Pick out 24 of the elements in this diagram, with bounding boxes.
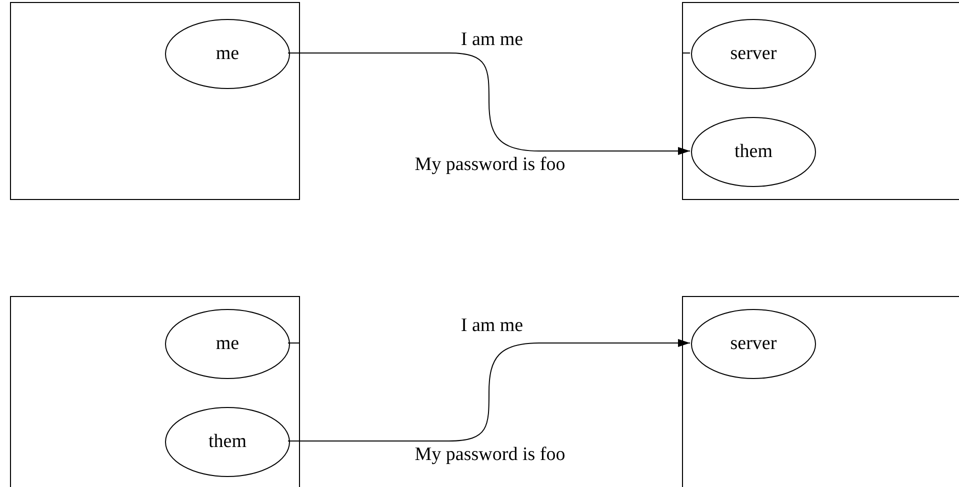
- cluster-box: [10, 2, 300, 200]
- node-label: them: [734, 141, 772, 163]
- ellipse-node: [691, 309, 816, 379]
- connector-line: [682, 52, 690, 54]
- ellipse-node: [691, 19, 816, 89]
- message-label: My password is foo: [414, 444, 566, 466]
- connector-line: [288, 342, 300, 344]
- cluster-box: [10, 296, 300, 487]
- ellipse-node: [165, 407, 290, 477]
- cluster-box: [682, 2, 959, 200]
- node-label: server: [730, 333, 777, 355]
- node-label: them: [208, 431, 246, 453]
- message-label: I am me: [460, 315, 524, 337]
- arrow: [288, 339, 690, 442]
- arrow: [288, 52, 690, 155]
- node-label: me: [216, 43, 240, 65]
- cluster-box: [682, 296, 959, 487]
- ellipse-node: [165, 19, 290, 89]
- ellipse-node: [691, 117, 816, 187]
- node-label: me: [216, 333, 240, 355]
- message-label: I am me: [460, 29, 524, 51]
- message-label: My password is foo: [414, 154, 566, 176]
- node-label: server: [730, 43, 777, 65]
- ellipse-node: [165, 309, 290, 379]
